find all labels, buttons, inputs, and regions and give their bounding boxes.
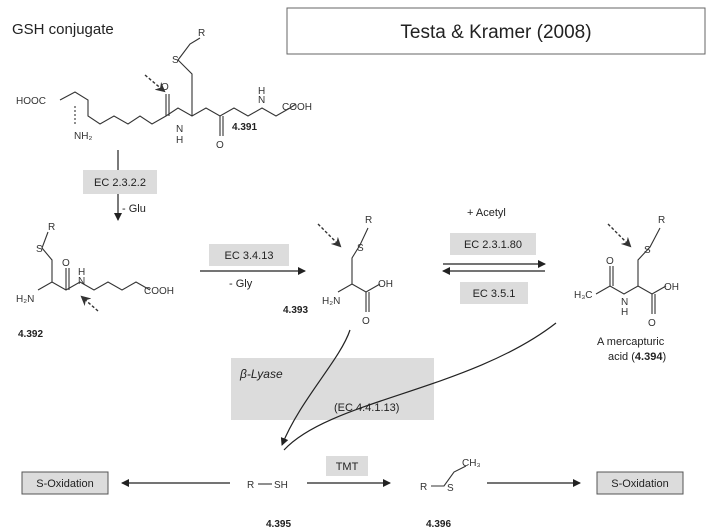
mercapturic-acid-label-line2: acid (4.394): [608, 351, 666, 363]
atom-hooc: HOOC: [16, 96, 46, 107]
mercapturic-acid-label-line1: A mercapturic: [597, 336, 665, 348]
enzyme-tmt: TMT: [336, 461, 359, 473]
enzyme-ec-2-3-1-80: EC 2.3.1.80: [464, 239, 522, 251]
atom-h: H: [78, 267, 85, 278]
s-oxidation-left: S-Oxidation: [36, 478, 93, 490]
enzyme-ec-2-3-2-2: EC 2.3.2.2: [94, 177, 146, 189]
beta-lyase-label: β-Lyase: [239, 367, 283, 381]
atom-cooh: COOH: [144, 286, 174, 297]
atom-r: R: [365, 215, 372, 226]
atom-r: R: [247, 480, 254, 491]
atom-s: S: [357, 243, 364, 254]
atom-o: O: [606, 256, 614, 267]
enzyme-box-ec-2-3-1-80: [450, 233, 536, 255]
compound-4-392: [37, 231, 151, 312]
atom-n: N: [78, 276, 85, 287]
atom-s: S: [644, 245, 651, 256]
atom-h3c: H₃C: [574, 290, 593, 301]
beta-lyase-ec: (EC 4.4.1.13): [334, 402, 399, 414]
atom-nh2: NH₂: [74, 131, 92, 142]
compound-label-4-392: 4.392: [18, 329, 43, 340]
atom-r: R: [420, 482, 427, 493]
note-minus-glu: - Glu: [122, 203, 146, 215]
atom-sh: SH: [274, 480, 288, 491]
atom-r: R: [48, 222, 55, 233]
atom-s: S: [447, 483, 454, 494]
enzyme-box-tmt: [326, 456, 368, 476]
atom-r: R: [658, 215, 665, 226]
atom-o: O: [216, 140, 224, 151]
gsh-conjugate-label: GSH conjugate: [12, 21, 114, 38]
atom-h2n: H₂N: [16, 294, 34, 305]
s-oxidation-right: S-Oxidation: [611, 478, 668, 490]
atom-oh: OH: [378, 279, 393, 290]
atom-o: O: [62, 258, 70, 269]
atom-h: H: [176, 135, 183, 146]
note-plus-acetyl: + Acetyl: [467, 207, 506, 219]
atom-r: R: [198, 28, 205, 39]
enzyme-ec-3-4-13: EC 3.4.13: [225, 250, 274, 262]
atom-s: S: [36, 244, 43, 255]
atom-ch3: CH₃: [462, 458, 481, 469]
enzyme-box-ec-3-5-1: [460, 282, 528, 304]
atom-n: N: [258, 95, 265, 106]
compound-label-4-391: 4.391: [232, 122, 257, 133]
atom-n: N: [621, 297, 628, 308]
compound-4-391: [59, 37, 297, 136]
atom-h: H: [621, 307, 628, 318]
atom-h2n: H₂N: [322, 296, 340, 307]
enzyme-box-ec-2-3-2-2: [83, 170, 157, 194]
arrow-cys-to-thiol: [280, 329, 351, 446]
arrow-mercapturic-to-thiol: [283, 322, 557, 451]
compound-4-393: [317, 223, 381, 312]
compound-label-4-393: 4.393: [283, 305, 308, 316]
atom-o: O: [362, 316, 370, 327]
citation-box: [286, 7, 706, 55]
atom-oh: OH: [664, 282, 679, 293]
s-oxidation-box-right: [596, 471, 684, 495]
compound-label-4-395: 4.395: [266, 519, 291, 530]
beta-lyase-box: [231, 358, 434, 420]
compound-4-394: [595, 223, 667, 314]
atom-s: S: [172, 55, 179, 66]
enzyme-ec-3-5-1: EC 3.5.1: [473, 288, 516, 300]
note-minus-gly: - Gly: [229, 278, 253, 290]
atom-o: O: [161, 82, 169, 93]
atom-o: O: [648, 318, 656, 329]
compound-label-4-396: 4.396: [426, 519, 451, 530]
atom-n: N: [176, 124, 183, 135]
atom-cooh: COOH: [282, 102, 312, 113]
atom-h: H: [258, 86, 265, 97]
s-oxidation-box-left: [21, 471, 109, 495]
enzyme-box-ec-3-4-13: [209, 244, 289, 266]
citation-text: Testa & Kramer (2008): [400, 22, 591, 43]
